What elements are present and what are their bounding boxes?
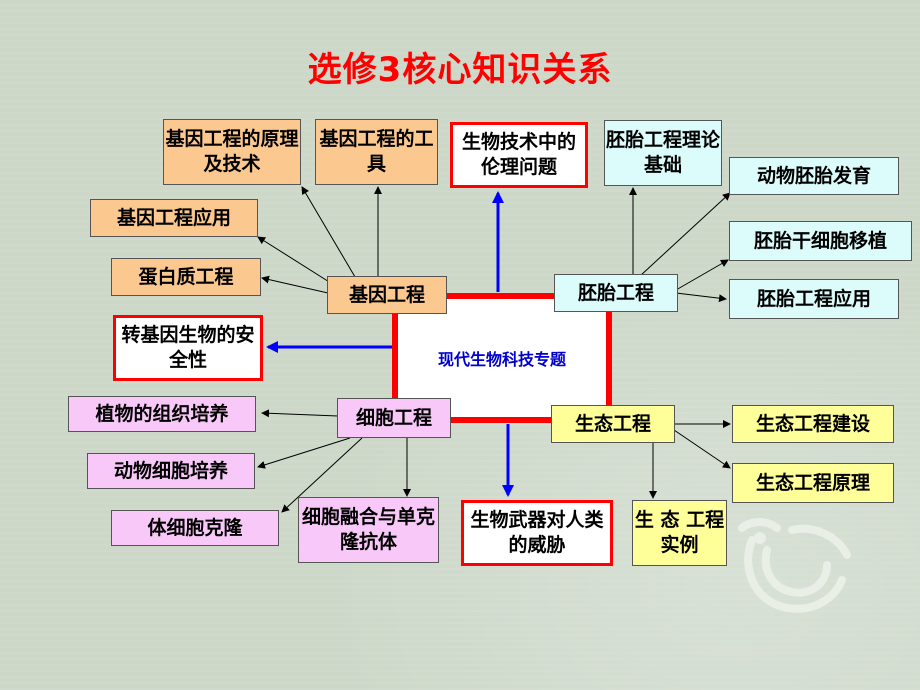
slide-title: 选修3核心知识关系 <box>307 50 613 90</box>
node-eco-construction: 生态工程建设 <box>732 405 894 443</box>
node-ethics-issues: 生物技术中的伦理问题 <box>450 122 588 188</box>
node-bioweapon-threat: 生物武器对人类的威胁 <box>461 500 613 566</box>
arrow-gene-app <box>257 236 335 286</box>
node-embryo-application: 胚胎工程应用 <box>729 279 899 319</box>
node-gmo-safety: 转基因生物的安全性 <box>113 315 263 381</box>
arrow-stem-cell <box>675 259 729 291</box>
arrow-somatic-clone <box>281 437 363 513</box>
arrow-embryo-app <box>675 292 727 303</box>
node-gene-engineering: 基因工程 <box>327 276 447 314</box>
node-embryo-theory: 胚胎工程理论基础 <box>604 120 722 186</box>
node-embryonic-stem-cell: 胚胎干细胞移植 <box>729 221 912 261</box>
decorative-dragon-emblem-icon <box>738 518 851 613</box>
center-topic-box: 现代生物科技专题 <box>392 293 612 423</box>
node-somatic-clone: 体细胞克隆 <box>111 510 279 546</box>
node-eco-principle: 生态工程原理 <box>732 463 894 503</box>
node-plant-tissue-culture: 植物的组织培养 <box>68 396 256 432</box>
arrow-protein <box>261 275 329 294</box>
arrow-plant-tissue <box>261 409 339 418</box>
arrow-animal-embryo <box>639 192 731 277</box>
node-protein-engineering: 蛋白质工程 <box>111 258 261 296</box>
node-gene-principle: 基因工程的原理及技术 <box>163 119 301 185</box>
node-embryo-engineering: 胚胎工程 <box>554 274 678 312</box>
arrow-animal-cell <box>257 437 351 469</box>
node-animal-embryo-development: 动物胚胎发育 <box>729 157 899 195</box>
node-eco-example: 生 态 工程实例 <box>632 500 727 566</box>
arrow-eco-principle <box>673 429 731 469</box>
node-cell-fusion-antibody: 细胞融合与单克隆抗体 <box>298 497 439 563</box>
node-eco-engineering: 生态工程 <box>551 405 675 443</box>
node-cell-engineering: 细胞工程 <box>337 398 451 438</box>
node-gene-application: 基因工程应用 <box>90 199 258 237</box>
node-animal-cell-culture: 动物细胞培养 <box>87 453 255 489</box>
arrow-gene-principle <box>301 186 359 283</box>
node-gene-tools: 基因工程的工具 <box>315 119 438 185</box>
